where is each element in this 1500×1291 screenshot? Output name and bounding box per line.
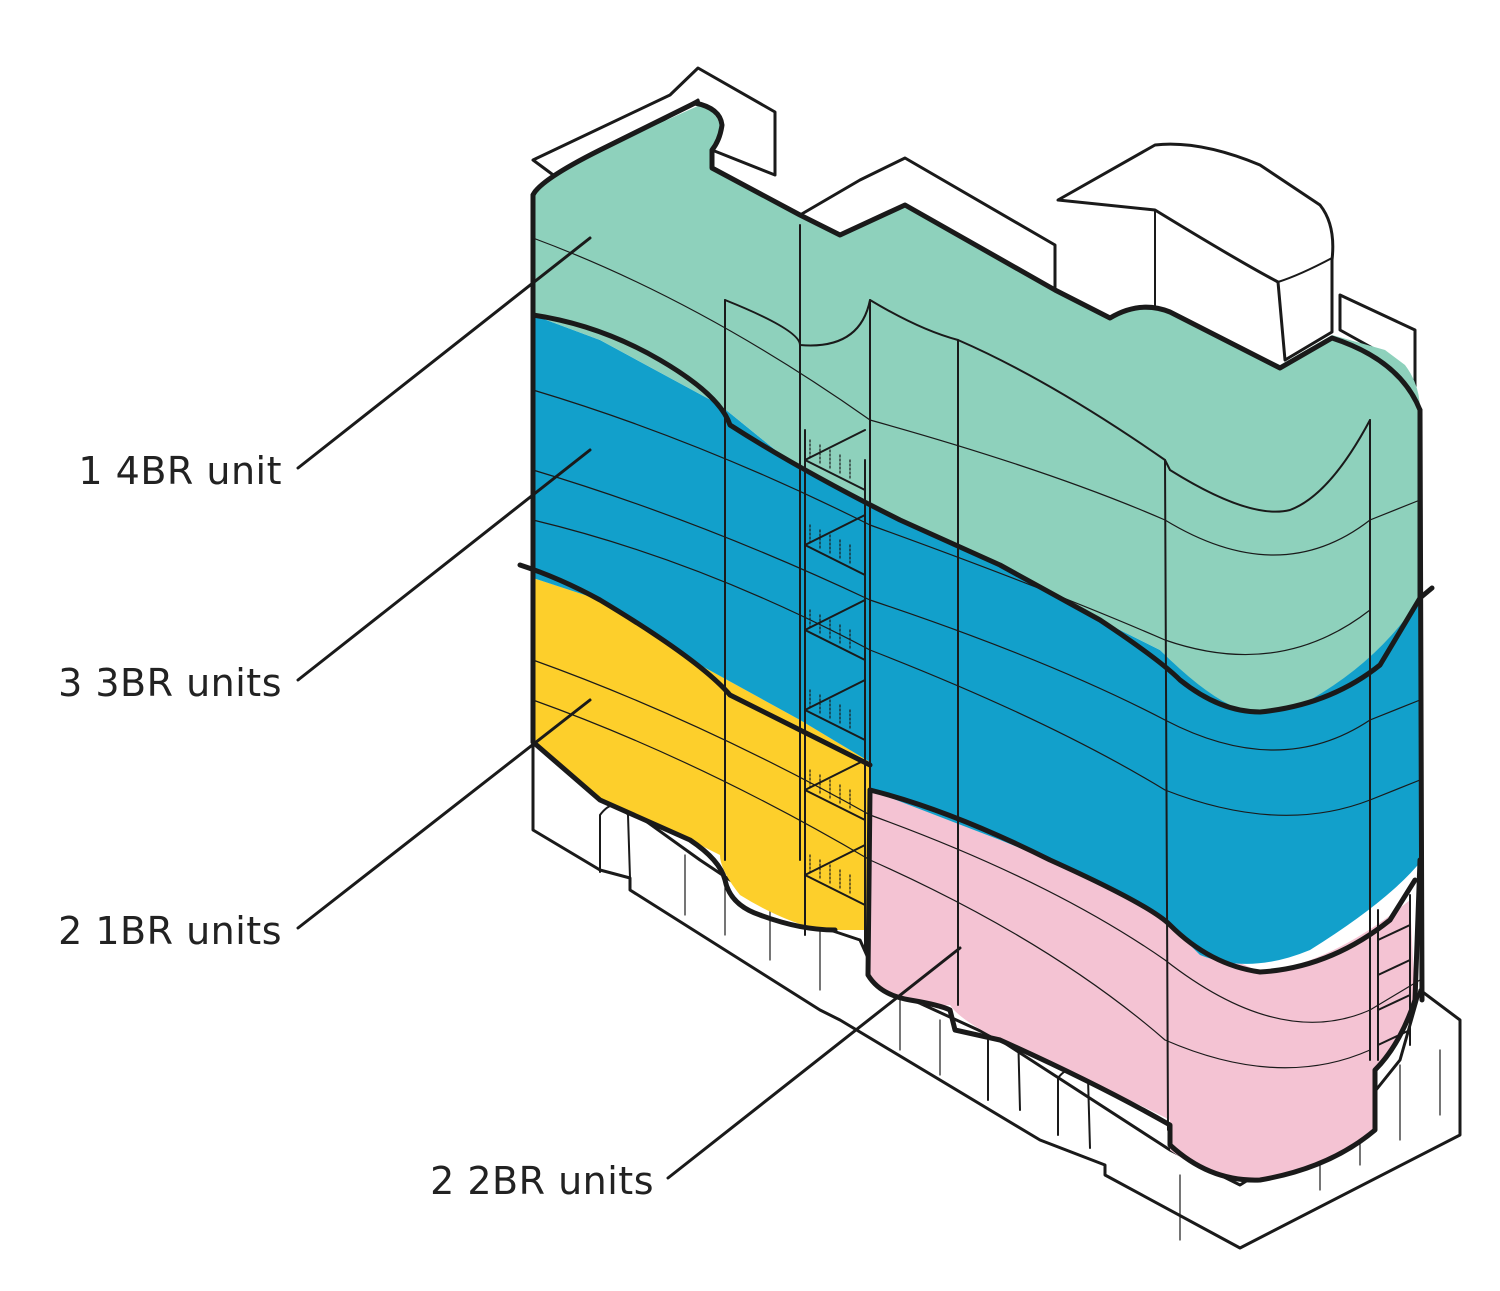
building-base <box>531 738 1462 1250</box>
divider-3br-2br <box>867 787 1418 975</box>
rooftop-bulkhead-right <box>1056 142 1335 362</box>
outline-right-edge <box>1417 407 1425 1003</box>
leader-3br <box>296 448 592 682</box>
label-4br-unit: 1 4BR unit <box>78 449 282 493</box>
divider-1br-base <box>530 739 838 933</box>
divider-4br-3br <box>530 312 1435 715</box>
label-1br-units: 2 1BR units <box>58 909 282 953</box>
fire-escape-right <box>1377 894 1411 1061</box>
label-3br-units: 3 3BR units <box>58 661 282 705</box>
leader-2br <box>666 946 962 1180</box>
rooftop-bulkhead-right-side <box>1154 209 1333 319</box>
step-line-top <box>724 299 1371 513</box>
label-2br-units: 2 2BR units <box>430 1159 654 1203</box>
outline-roof <box>530 100 1423 601</box>
divider-3br-1br <box>517 562 873 768</box>
floor-lines <box>532 237 1421 1069</box>
leader-4br <box>296 236 592 470</box>
fire-escape <box>804 429 866 951</box>
outline-2br-left <box>865 787 1423 1183</box>
leader-1br <box>296 698 592 930</box>
band-2br <box>866 790 1415 1180</box>
bay-lines <box>724 224 1371 1131</box>
band-4br <box>533 105 1420 711</box>
band-1br <box>533 578 870 930</box>
